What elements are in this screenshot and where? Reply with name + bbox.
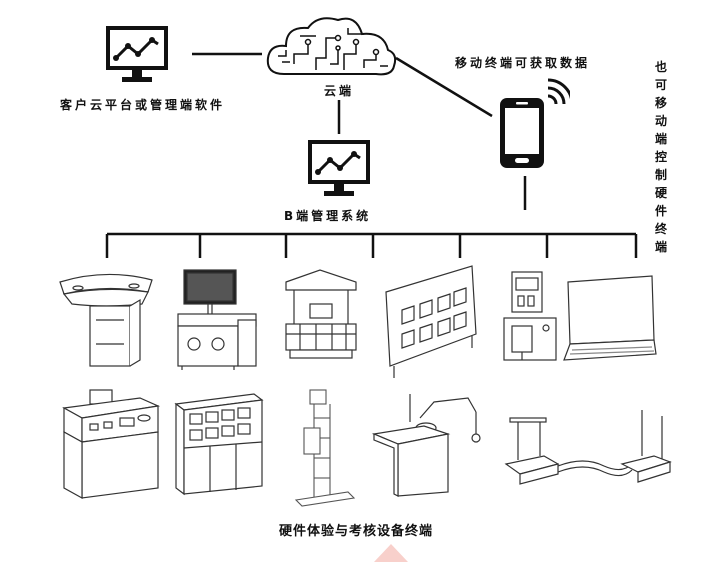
mobile-control-label: 也可移动端控制硬件终端 bbox=[654, 58, 668, 256]
vertical-char: 端 bbox=[654, 132, 667, 146]
vertical-char: 终 bbox=[654, 222, 667, 236]
vertical-char: 可 bbox=[654, 78, 667, 92]
console-desk-equipment bbox=[59, 273, 153, 367]
vertical-char: 制 bbox=[654, 168, 667, 182]
footer-accent-mark bbox=[374, 544, 408, 562]
vertical-char: 件 bbox=[654, 204, 667, 218]
track-rig-equipment bbox=[504, 410, 672, 485]
vertical-char: 也 bbox=[654, 60, 667, 74]
meter-panel-equipment bbox=[503, 271, 557, 361]
vertical-char: 动 bbox=[654, 114, 667, 128]
footer-label: 硬件体验与考核设备终端 bbox=[279, 524, 434, 539]
vertical-char: 硬 bbox=[654, 186, 667, 200]
training-bench-equipment bbox=[177, 269, 257, 370]
crane-station-equipment bbox=[371, 394, 481, 497]
electrical-cabinet-equipment bbox=[174, 393, 264, 496]
climbing-frame-equipment bbox=[294, 389, 356, 507]
monitor-icon bbox=[106, 26, 168, 82]
laptop-equipment bbox=[563, 275, 657, 361]
monitor-icon bbox=[308, 140, 370, 196]
control-console-equipment bbox=[62, 389, 161, 500]
vertical-char: 控 bbox=[654, 150, 667, 164]
gondola-platform-equipment bbox=[285, 269, 357, 359]
mobile-data-label: 移动终端可获取数据 bbox=[455, 56, 591, 70]
vertical-char: 端 bbox=[654, 240, 667, 254]
vertical-char: 移 bbox=[654, 96, 667, 110]
client-platform-label: 客户云平台或管理端软件 bbox=[60, 98, 226, 112]
smartphone-icon bbox=[500, 78, 570, 168]
panel-rack-equipment bbox=[385, 265, 477, 378]
b-system-label: B端管理系统 bbox=[284, 209, 372, 223]
cloud-label: 云端 bbox=[324, 84, 355, 98]
cloud-icon bbox=[266, 17, 397, 76]
